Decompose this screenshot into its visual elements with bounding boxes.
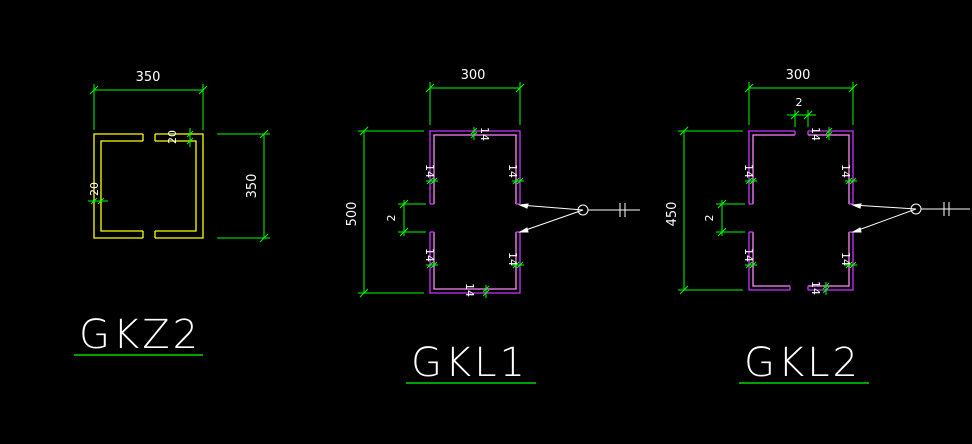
gkl1-section: 300 500 2 14 14 14 [345, 68, 640, 386]
gkl1-width-dimension [425, 82, 525, 125]
gkl2-thickness-upper-left-label: 14 [742, 164, 755, 178]
gkz2-right-thickness-dim [186, 128, 194, 147]
gkl1-width-label: 300 [461, 68, 486, 83]
gkl2-thickness-top-label: 14 [809, 127, 822, 141]
gkz2-width-dimension [89, 84, 208, 130]
gkl1-thickness-lower-right-label: 14 [506, 252, 519, 266]
gkl2-height-label: 450 [665, 202, 680, 227]
gkl2-thickness-upper-right-label: 14 [839, 164, 852, 178]
gkz2-left-channel [93, 133, 144, 239]
gkl1-height-dimension [358, 126, 424, 298]
gkl2-height-dimension [678, 126, 743, 295]
gkl2-upper-channel [748, 130, 854, 205]
gkz2-title: GKZ2 [79, 312, 201, 358]
gkl2-section: 300 2 450 2 [665, 68, 970, 386]
gkz2-height-dimension [217, 129, 270, 243]
gkl2-weld-leader [851, 202, 970, 233]
gkl2-thickness-lower-right-label: 14 [839, 252, 852, 266]
gkl1-weld-leader [518, 203, 640, 233]
gkl1-thickness-bottom-label: 14 [463, 283, 476, 297]
gkl1-upper-channel [429, 130, 521, 205]
gkl1-thickness-upper-right-label: 14 [506, 164, 519, 178]
gkl1-title: GKL1 [411, 340, 528, 386]
gkz2-section: 350 350 20 20 GKZ2 [74, 70, 270, 358]
gkl2-thickness-bottom-label: 14 [809, 281, 822, 295]
gkl1-gap-dimension [398, 199, 426, 237]
gkl1-height-label: 500 [345, 202, 360, 227]
gkl2-top-gap-label: 2 [796, 96, 803, 109]
gkl1-thickness-top-label: 14 [478, 127, 491, 141]
gkl2-gap-dimension [716, 199, 745, 237]
gkl2-lower-channel [748, 231, 854, 291]
gkl2-top-gap-dimension [787, 110, 816, 127]
gkl2-title: GKL2 [744, 340, 861, 386]
gkl1-thickness-upper-left-label: 14 [423, 164, 436, 178]
gkl2-width-dimension [744, 82, 858, 125]
gkz2-height-label: 350 [245, 174, 260, 199]
gkl1-gap-label: 2 [385, 215, 398, 222]
gkz2-left-thickness-label: 20 [88, 182, 101, 196]
gkz2-width-label: 350 [136, 70, 161, 85]
gkz2-right-thickness-label: 20 [166, 130, 179, 144]
gkl1-thickness-ticks [426, 127, 524, 298]
gkl2-thickness-ticks [745, 127, 857, 295]
gkz2-left-thickness-dim [88, 197, 108, 205]
gkz2-right-channel [154, 133, 204, 239]
gkl2-thickness-lower-left-label: 14 [742, 248, 755, 262]
gkl2-gap-label: 2 [703, 215, 716, 222]
gkl2-width-label: 300 [786, 68, 811, 83]
gkl1-thickness-lower-left-label: 14 [423, 248, 436, 262]
